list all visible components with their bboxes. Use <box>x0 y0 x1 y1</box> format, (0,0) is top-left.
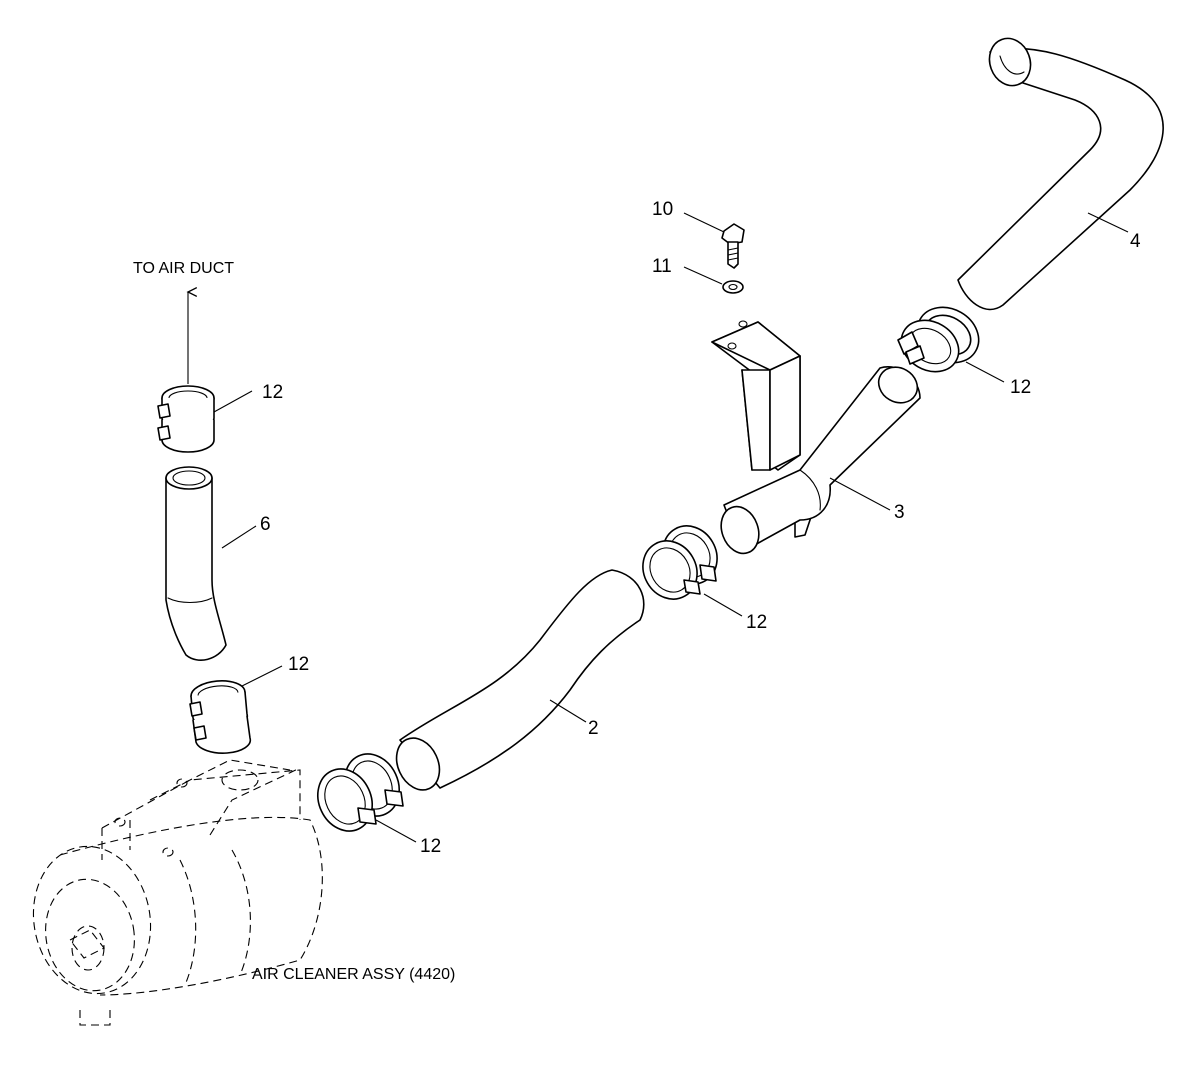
tube-part-4 <box>957 37 1164 311</box>
callout-10: 10 <box>652 199 673 220</box>
callout-12-left-lower: 12 <box>288 654 309 675</box>
callout-12-top-left: 12 <box>262 382 283 403</box>
tube-part-3 <box>720 366 921 555</box>
hose-clamp-lower <box>317 753 404 832</box>
hose-clamp-middle <box>642 525 718 600</box>
hose-clamp-top-left <box>157 385 215 453</box>
callout-12-right: 12 <box>1010 377 1031 398</box>
leader-lines <box>213 212 1129 843</box>
to-air-duct-note: TO AIR DUCT <box>133 260 234 277</box>
washer-part-11 <box>722 280 744 294</box>
air-cleaner-assembly <box>32 759 323 1026</box>
tube-part-6 <box>165 466 227 661</box>
callout-12-middle: 12 <box>746 612 767 633</box>
callout-12-bottom: 12 <box>420 836 441 857</box>
callout-11: 11 <box>652 256 672 277</box>
callout-4: 4 <box>1130 231 1141 252</box>
callout-3: 3 <box>894 502 905 523</box>
callout-2: 2 <box>588 718 599 739</box>
bolt-part-10 <box>721 223 745 269</box>
tube-part-2 <box>395 569 645 791</box>
air-cleaner-note: AIR CLEANER ASSY (4420) <box>252 966 455 983</box>
mounting-bracket <box>711 320 816 538</box>
hose-clamp-right <box>897 306 980 373</box>
callout-6: 6 <box>260 514 271 535</box>
hose-clamp-left-lower <box>189 680 252 754</box>
